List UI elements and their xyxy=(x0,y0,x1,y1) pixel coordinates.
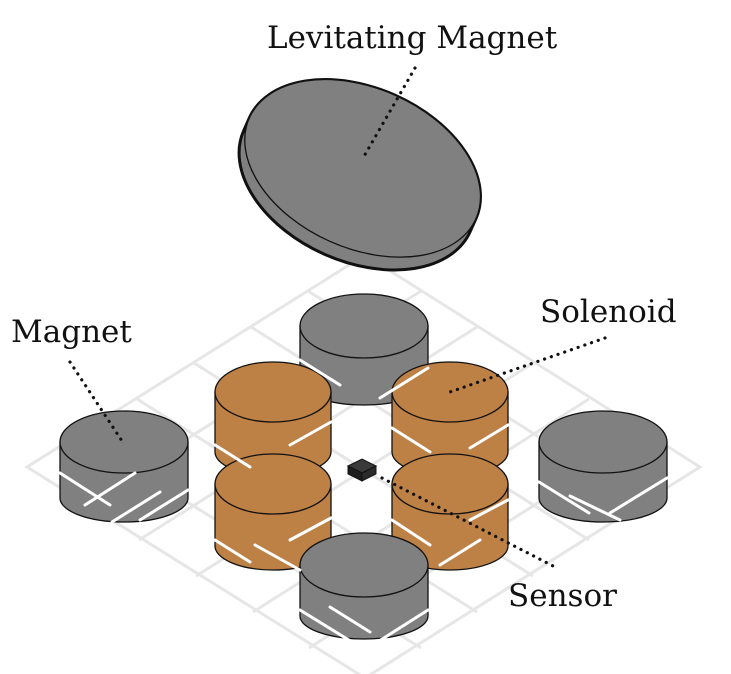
leader-lines xyxy=(68,66,607,570)
leader-solenoid xyxy=(448,336,607,394)
label-magnet: Magnet xyxy=(11,314,132,350)
label-solenoid: Solenoid xyxy=(540,294,677,330)
leader-levitating-magnet xyxy=(361,66,417,160)
sensor-cube xyxy=(346,458,378,482)
solenoid-upper-left xyxy=(214,361,332,477)
levitating-magnet xyxy=(237,78,482,272)
leader-magnet xyxy=(68,360,126,446)
leader-sensor xyxy=(380,476,559,570)
label-sensor: Sensor xyxy=(508,578,617,614)
solenoid-lower-left xyxy=(214,453,332,571)
grid-front-overlay xyxy=(58,358,669,652)
magnet-bottom xyxy=(299,532,429,640)
magnet-left xyxy=(59,410,189,523)
label-levitating-magnet: Levitating Magnet xyxy=(267,20,558,56)
magnet-right xyxy=(538,410,668,523)
solenoid-lower-right xyxy=(391,453,509,571)
